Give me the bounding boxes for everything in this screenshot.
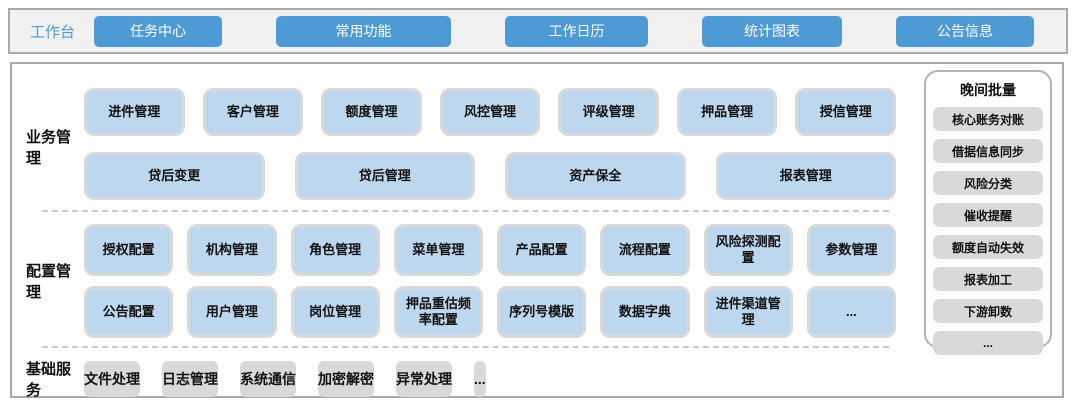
workbench-bar: 工作台 任务中心 常用功能 工作日历 统计图表 公告信息 [8,8,1068,54]
module-card[interactable]: 评级管理 [558,88,659,136]
batch-job-item[interactable]: 风险分类 [933,171,1043,195]
service-card[interactable]: 加密解密 [318,361,374,397]
service-card[interactable]: 文件处理 [84,361,140,397]
workbench-button[interactable]: 任务中心 [94,15,222,47]
module-card[interactable]: 押品管理 [676,88,778,136]
base-services-row: 文件处理日志管理系统通信加密解密异常处理... [84,361,1054,397]
section-label-config: 配置管理 [26,263,72,301]
night-batch-title: 晚间批量 [960,82,1016,98]
module-card[interactable]: 序列号模版 [497,286,587,338]
module-card[interactable]: 授信管理 [795,88,897,136]
batch-job-item[interactable]: 催收提醒 [933,203,1043,227]
section-label-business: 业务管理 [26,129,72,167]
business-row-1: 进件管理客户管理额度管理风控管理评级管理押品管理授信管理 [84,88,897,136]
module-card[interactable]: 岗位管理 [290,286,380,338]
business-row-2: 贷后变更贷后管理资产保全报表管理 [84,152,896,200]
module-card[interactable]: 机构管理 [187,224,277,276]
module-card[interactable]: 报表管理 [715,152,896,200]
module-card[interactable]: 贷后管理 [294,152,475,200]
section-divider [42,210,889,212]
module-card[interactable]: 产品配置 [497,224,587,276]
section-label-base: 基础服务 [26,361,72,399]
config-row-2: 公告配置用户管理岗位管理押品重估频率配置序列号模版数据字典进件渠道管理... [84,286,896,338]
section-divider [42,346,889,348]
workbench-buttons: 任务中心 常用功能 工作日历 统计图表 公告信息 [94,15,1034,47]
module-card[interactable]: 公告配置 [84,286,174,338]
night-batch-list: 核心账务对账借据信息同步风险分类催收提醒额度自动失效报表加工下游卸数... [933,107,1043,355]
config-row-1: 授权配置机构管理角色管理菜单管理产品配置流程配置风险探测配置参数管理 [84,224,896,276]
module-card[interactable]: 角色管理 [290,224,380,276]
config-rows: 授权配置机构管理角色管理菜单管理产品配置流程配置风险探测配置参数管理 公告配置用… [84,224,896,338]
workbench-label: 工作台 [30,23,76,41]
workbench-button[interactable]: 公告信息 [896,15,1034,47]
batch-job-item[interactable]: 额度自动失效 [933,235,1043,259]
batch-job-item[interactable]: 借据信息同步 [933,139,1043,163]
module-card[interactable]: 额度管理 [321,88,422,136]
module-card[interactable]: 风险探测配置 [703,224,793,276]
module-card[interactable]: 参数管理 [806,224,896,276]
module-card[interactable]: ... [806,286,896,338]
module-card[interactable]: 进件管理 [84,88,185,136]
workbench-button[interactable]: 工作日历 [505,15,648,47]
service-card[interactable]: 日志管理 [162,361,218,397]
module-card[interactable]: 风控管理 [439,88,541,136]
workbench-button[interactable]: 统计图表 [702,15,842,47]
batch-job-item[interactable]: ... [933,331,1043,355]
batch-job-item[interactable]: 下游卸数 [933,299,1043,323]
module-card[interactable]: 菜单管理 [393,224,483,276]
platform-panel: 业务管理 进件管理客户管理额度管理风控管理评级管理押品管理授信管理 贷后变更贷后… [10,62,1064,400]
module-card[interactable]: 数据字典 [600,286,690,338]
section-config: 配置管理 授权配置机构管理角色管理菜单管理产品配置流程配置风险探测配置参数管理 … [20,212,1054,338]
module-card[interactable]: 用户管理 [187,286,277,338]
module-card[interactable]: 流程配置 [600,224,690,276]
section-base-services: 基础服务 文件处理日志管理系统通信加密解密异常处理... [20,358,1054,400]
business-rows: 进件管理客户管理额度管理风控管理评级管理押品管理授信管理 贷后变更贷后管理资产保… [84,88,897,200]
workbench-button[interactable]: 常用功能 [276,15,451,47]
service-card[interactable]: 系统通信 [240,361,296,397]
service-card[interactable]: ... [474,361,486,397]
module-card[interactable]: 贷后变更 [84,152,265,200]
section-business: 业务管理 进件管理客户管理额度管理风控管理评级管理押品管理授信管理 贷后变更贷后… [20,64,1054,200]
batch-job-item[interactable]: 报表加工 [933,267,1043,291]
module-card[interactable]: 押品重估频率配置 [393,286,483,338]
module-card[interactable]: 进件渠道管理 [703,286,793,338]
night-batch-panel: 晚间批量 核心账务对账借据信息同步风险分类催收提醒额度自动失效报表加工下游卸数.… [924,70,1052,355]
module-card[interactable]: 授权配置 [84,224,174,276]
module-card[interactable]: 资产保全 [505,152,686,200]
batch-job-item[interactable]: 核心账务对账 [933,107,1043,131]
module-card[interactable]: 客户管理 [202,88,304,136]
service-card[interactable]: 异常处理 [396,361,452,397]
